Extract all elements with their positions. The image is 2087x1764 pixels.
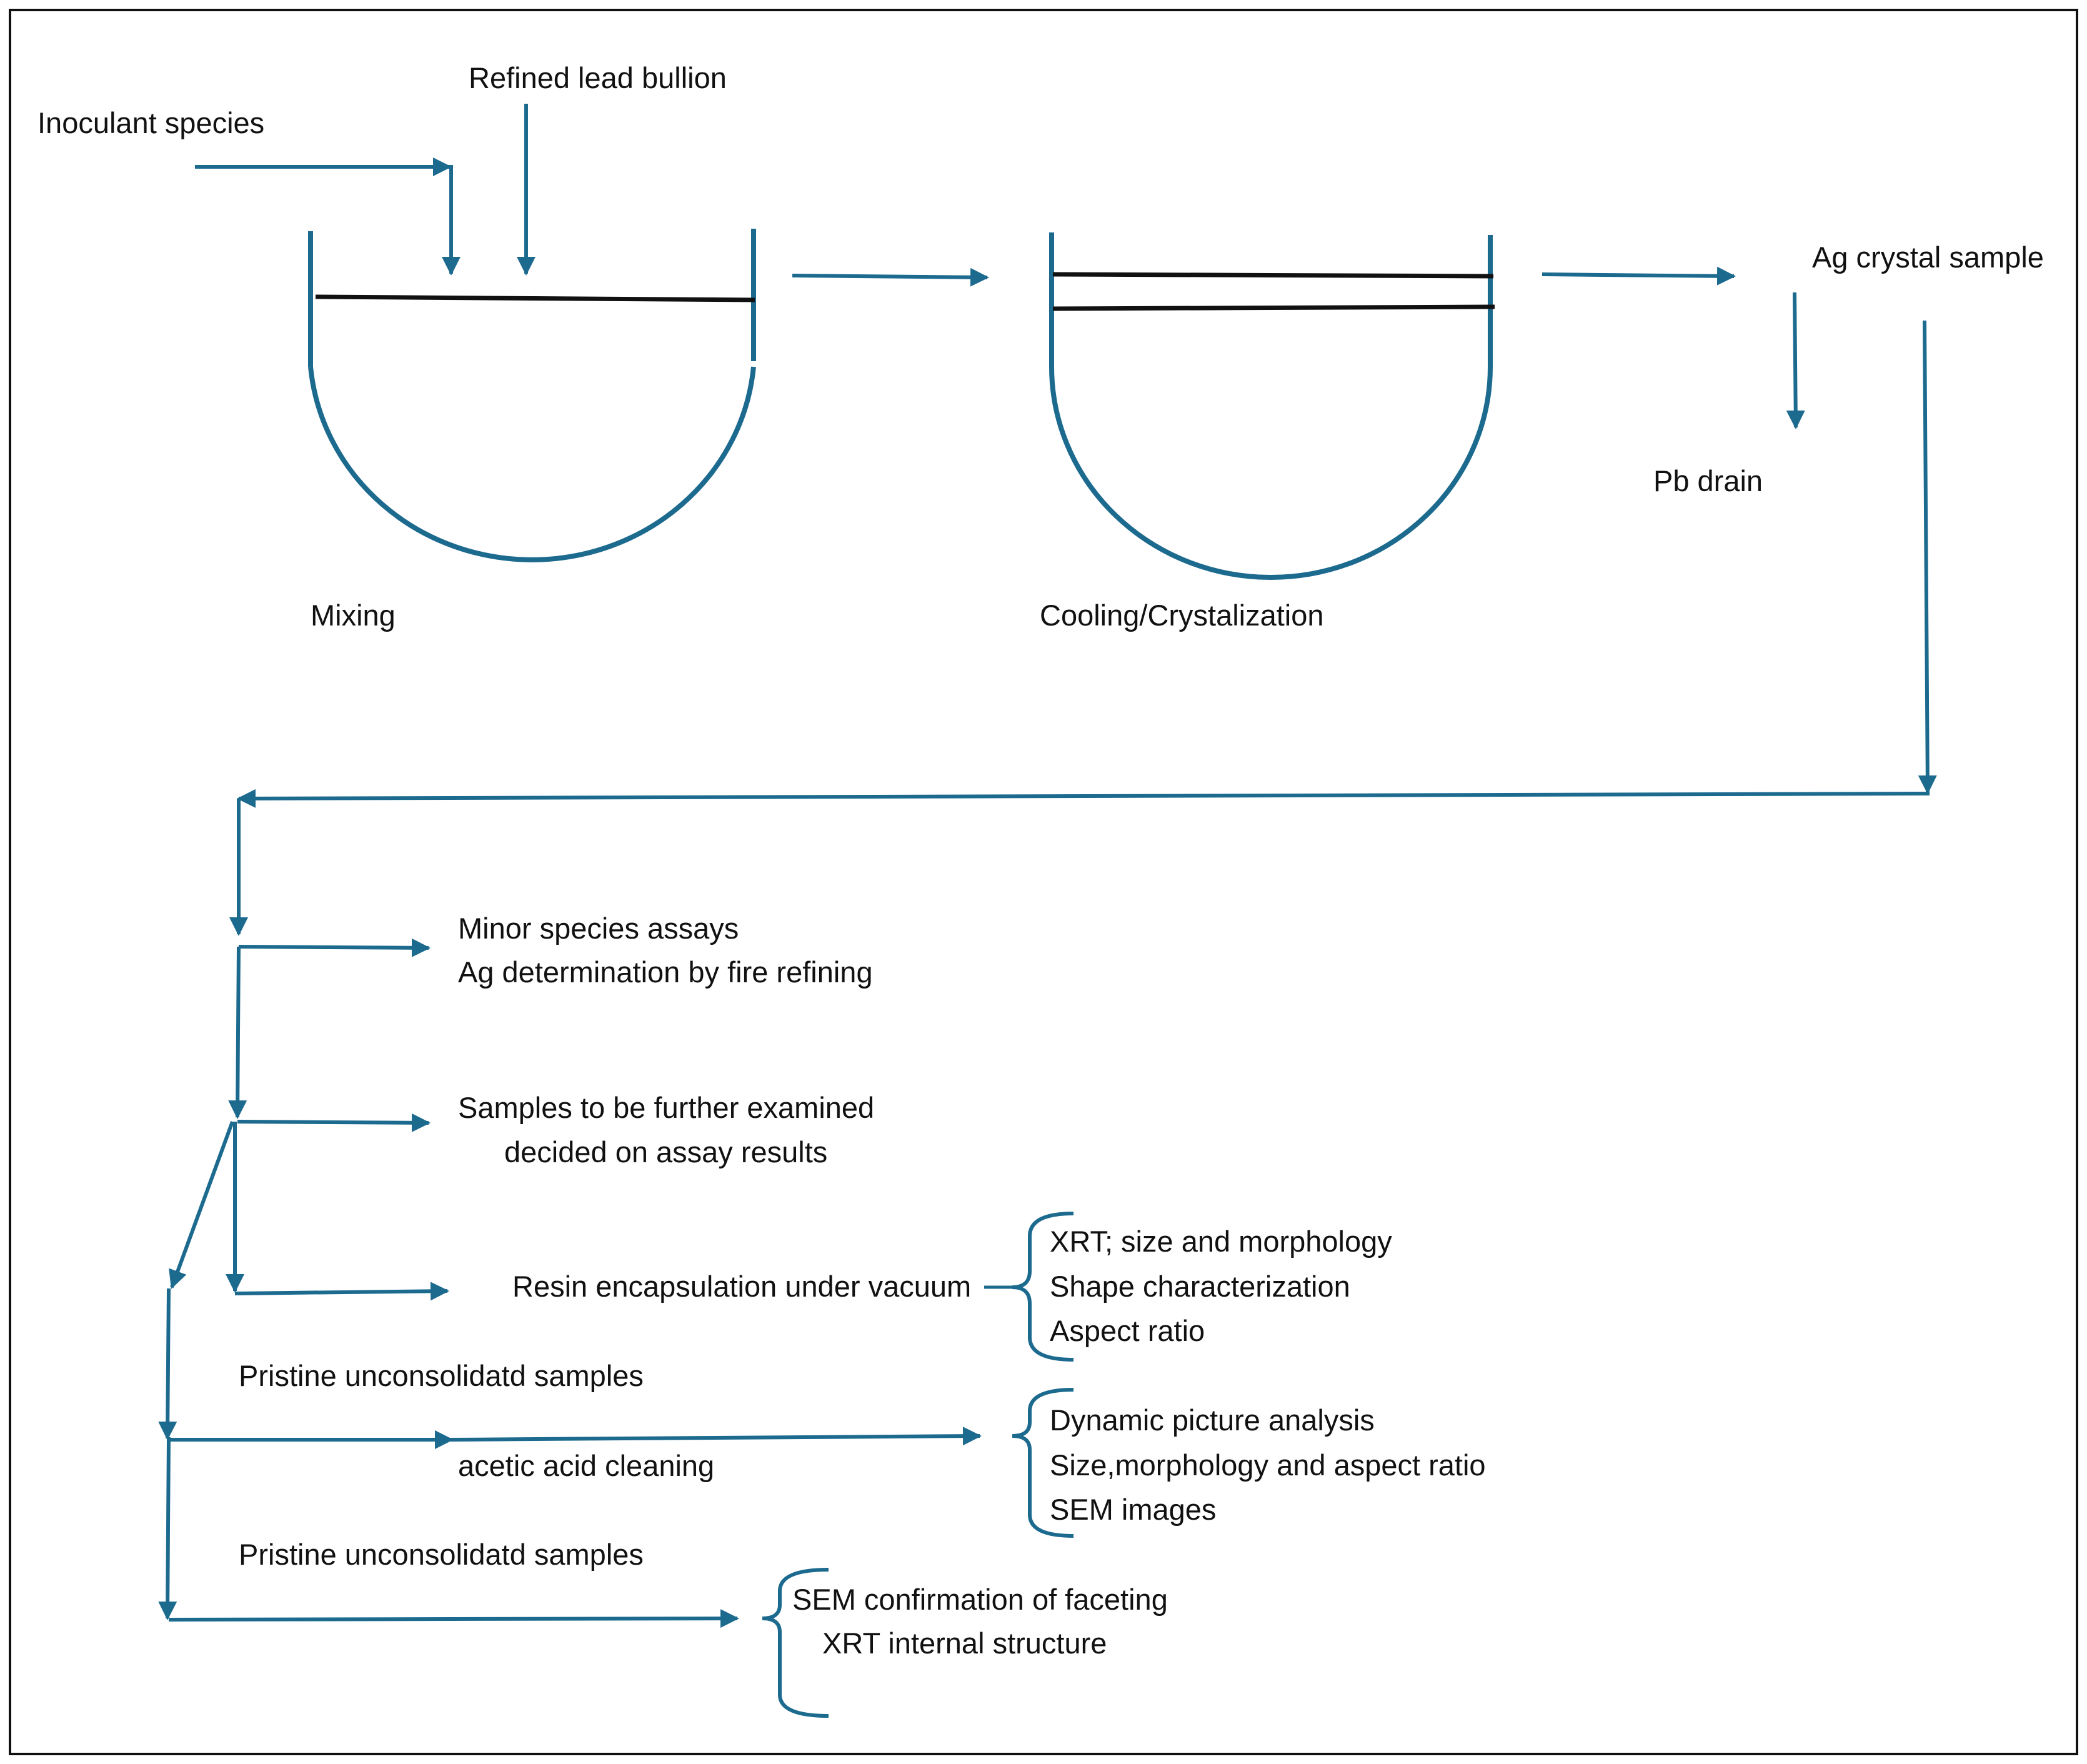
trunk-lines — [158, 799, 248, 1620]
mixing-vessel — [308, 229, 756, 562]
pb-drain-label: Pb drain — [1653, 464, 1763, 497]
resin-arrow — [234, 1282, 449, 1301]
aspect-ratio-label: Aspect ratio — [1050, 1314, 1205, 1347]
ag-fire-label: Ag determination by fire refining — [458, 955, 873, 989]
pristine-2-arrow — [168, 1609, 739, 1628]
outer-border — [9, 9, 2078, 1755]
resin-label: Resin encapsulation under vacuum — [512, 1270, 972, 1303]
bullion-label: Refined lead bullion — [469, 61, 727, 94]
inoculant-arrow — [195, 157, 461, 276]
pb-drain-arrow — [1786, 292, 1805, 429]
xrt-internal-label: XRT internal structure — [822, 1627, 1107, 1660]
shape-char-label: Shape characterization — [1050, 1270, 1350, 1303]
acetic-label: acetic acid cleaning — [458, 1449, 715, 1482]
cooling-vessel — [1049, 232, 1495, 580]
cooling-label: Cooling/Crystalization — [1040, 599, 1324, 632]
sample-return-path — [237, 320, 1937, 808]
inoculant-label: Inoculant species — [37, 106, 265, 139]
acetic-arrow — [449, 1427, 982, 1446]
size-morph-label: Size,morphology and aspect ratio — [1050, 1448, 1486, 1482]
dynamic-brace — [1012, 1388, 1074, 1538]
samples-further-label: Samples to be further examined — [458, 1091, 875, 1124]
decided-assay-label: decided on assay results — [504, 1135, 828, 1169]
pristine-1-label: Pristine unconsolidatd samples — [239, 1359, 644, 1392]
sem-brace — [762, 1568, 829, 1718]
sem-images-label: SEM images — [1050, 1493, 1217, 1526]
mixing-label: Mixing — [311, 599, 396, 632]
pristine-2-label: Pristine unconsolidatd samples — [239, 1538, 644, 1571]
sem-faceting-label: SEM confirmation of faceting — [792, 1583, 1168, 1616]
minor-assays-label: Minor species assays — [458, 912, 739, 945]
cooling-to-sample-arrow — [1542, 266, 1736, 286]
ag-sample-label: Ag crystal sample — [1812, 241, 2044, 274]
assay-arrow — [238, 938, 431, 957]
xrt-size-label: XRT; size and morphology — [1050, 1225, 1392, 1258]
xrt-brace — [1012, 1212, 1074, 1362]
mixing-to-cooling-arrow — [792, 267, 989, 287]
further-exam-arrow — [237, 1113, 431, 1132]
dynamic-label: Dynamic picture analysis — [1050, 1403, 1375, 1437]
